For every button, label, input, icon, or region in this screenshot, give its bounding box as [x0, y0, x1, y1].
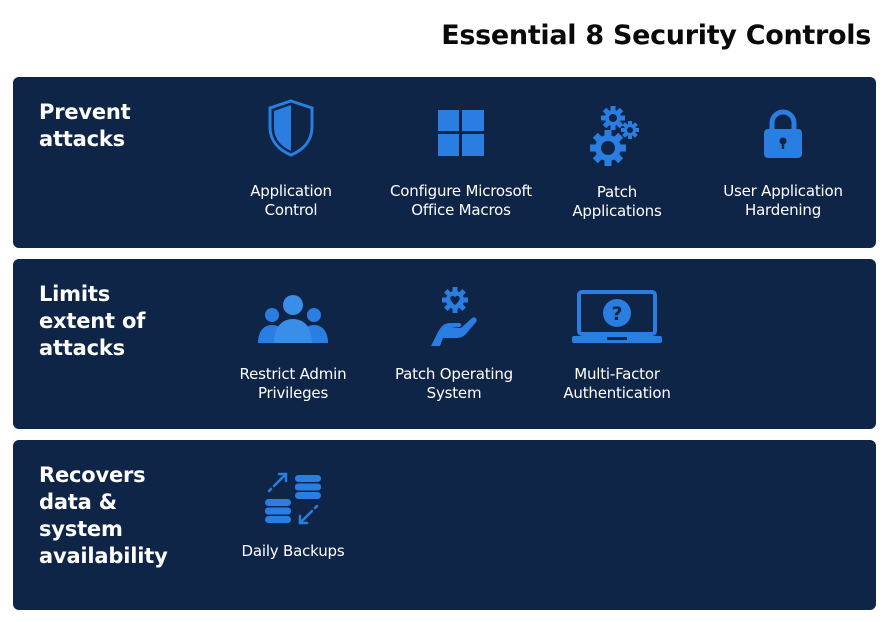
- windows-grid-icon: [376, 99, 546, 167]
- control-user-application-hardening: User Application Hardening: [698, 99, 868, 220]
- control-label: Patch Applications: [572, 183, 662, 220]
- section-limits-extent: Limits extent of attacks Restrict Admin …: [13, 259, 876, 429]
- gears-icon: [532, 103, 702, 169]
- control-patch-operating-system: Patch Operating System: [369, 283, 539, 403]
- hand-gear-heart-icon: [369, 283, 539, 351]
- control-daily-backups: Daily Backups: [208, 464, 378, 561]
- section-heading: Recovers data & system availability: [39, 463, 168, 568]
- control-label: Application Control: [250, 182, 332, 219]
- laptop-question-icon: ?: [532, 283, 702, 351]
- database-sync-icon: [208, 464, 378, 534]
- users-group-icon: [208, 287, 378, 351]
- control-restrict-admin-privileges: Restrict Admin Privileges: [208, 287, 378, 403]
- page-title: Essential 8 Security Controls: [441, 20, 871, 51]
- section-recovers-data: Recovers data & system availability: [13, 440, 876, 610]
- control-label: Daily Backups: [241, 542, 345, 560]
- control-application-control: Application Control: [206, 99, 376, 220]
- control-label: Configure Microsoft Office Macros: [390, 182, 532, 219]
- section-heading: Prevent attacks: [39, 100, 131, 151]
- svg-text:?: ?: [611, 303, 622, 325]
- control-configure-office-macros: Configure Microsoft Office Macros: [376, 99, 546, 220]
- control-patch-applications: Patch Applications: [532, 103, 702, 221]
- control-label: Restrict Admin Privileges: [239, 365, 347, 402]
- shield-icon: [206, 99, 376, 167]
- control-label: Multi-Factor Authentication: [563, 365, 671, 402]
- section-heading: Limits extent of attacks: [39, 282, 146, 360]
- section-prevent-attacks: Prevent attacks Application Control Conf…: [13, 77, 876, 248]
- control-label: Patch Operating System: [395, 365, 513, 402]
- control-multi-factor-authentication: ? Multi-Factor Authentication: [532, 283, 702, 403]
- control-label: User Application Hardening: [723, 182, 843, 219]
- padlock-icon: [698, 99, 868, 167]
